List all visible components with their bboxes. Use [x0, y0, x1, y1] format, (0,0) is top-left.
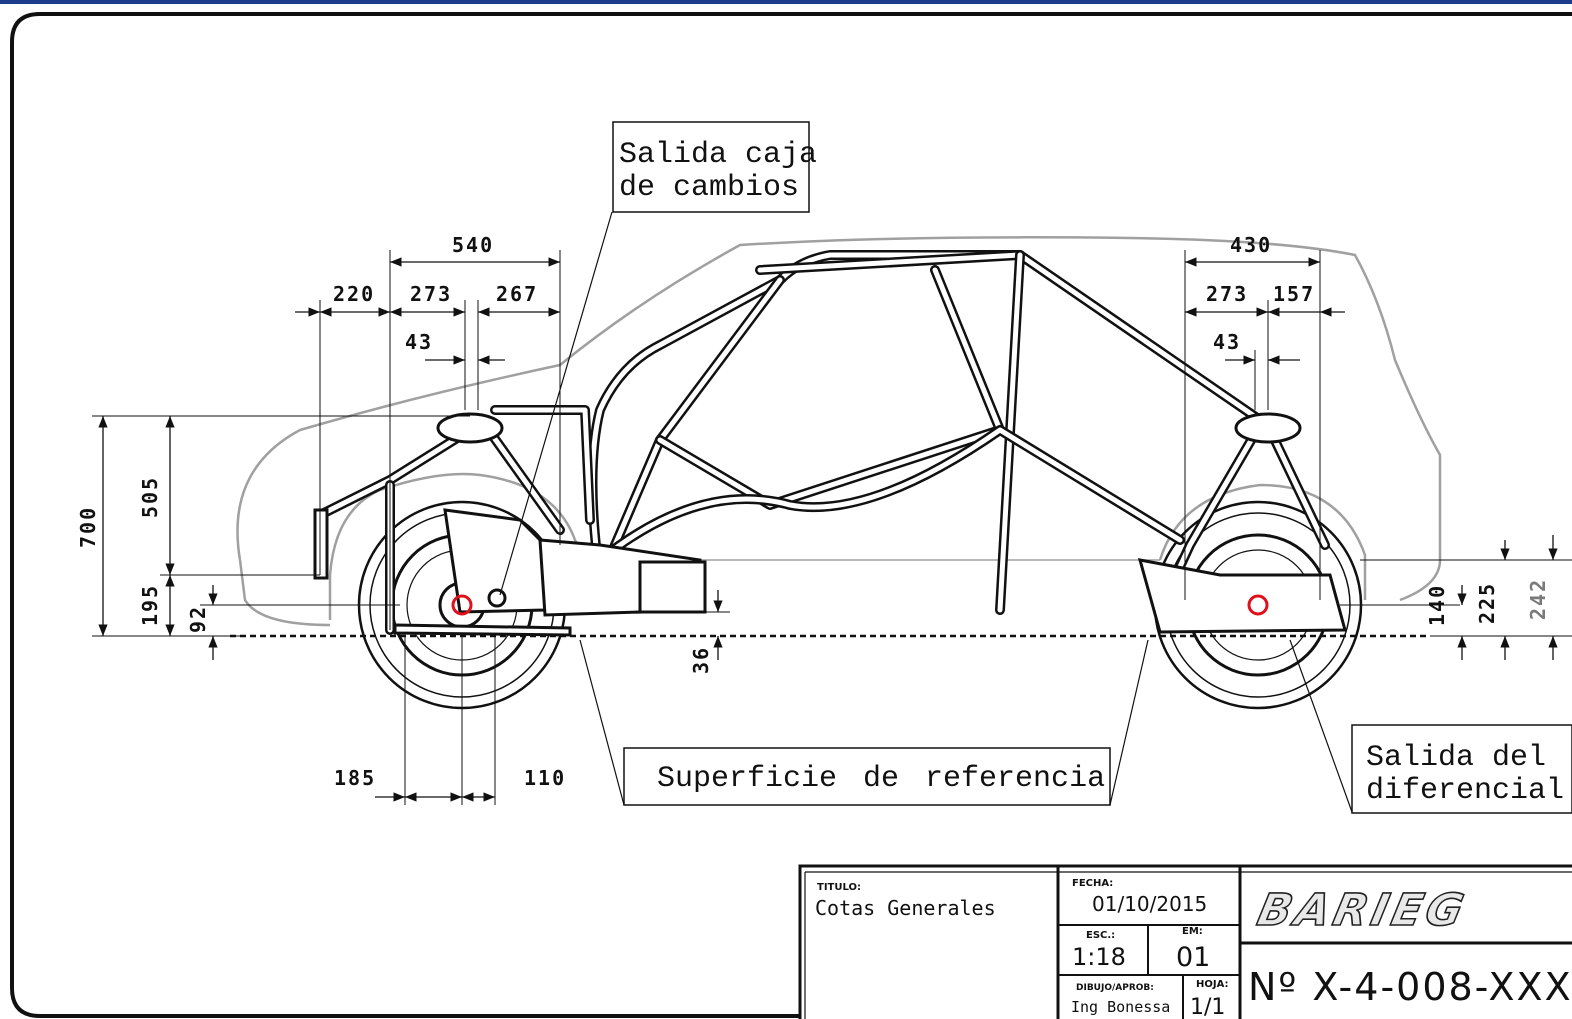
- drawing-number: Nº X-4-008-XXX: [1248, 965, 1572, 1009]
- fecha-value: 01/10/2015: [1092, 892, 1207, 916]
- dim-242: 242: [1526, 578, 1550, 620]
- em-value: 01: [1176, 942, 1210, 973]
- front-strut-top: [436, 412, 504, 444]
- hoja-label: HOJA:: [1196, 979, 1229, 990]
- dibujo-label: DIBUJO/APROB:: [1076, 983, 1154, 993]
- titulo-label: TITULO:: [817, 882, 861, 893]
- callout-diff-box: [1351, 724, 1572, 814]
- callout-leaders: [499, 211, 1353, 813]
- callout-gearbox-box: [612, 121, 810, 213]
- callout-gearbox-line1: Salida caja: [619, 138, 817, 172]
- dim-273-front: 273: [410, 282, 452, 306]
- window-top-edge: [0, 0, 1572, 4]
- dim-195: 195: [138, 584, 162, 626]
- dim-43-front: 43: [405, 330, 433, 354]
- em-label: EM:: [1182, 926, 1203, 937]
- front-bumper-post: [313, 508, 329, 580]
- rear-strut-top: [1234, 412, 1302, 444]
- title-block: [798, 864, 1572, 1019]
- dim-700: 700: [76, 506, 100, 548]
- dim-140: 140: [1425, 584, 1449, 626]
- esc-value: 1:18: [1072, 943, 1126, 971]
- dim-36: 36: [689, 646, 713, 674]
- dim-157: 157: [1273, 282, 1315, 306]
- callout-diff-line1: Salida del: [1366, 741, 1546, 775]
- dim-430: 430: [1230, 233, 1272, 257]
- titulo-value: Cotas Generales: [815, 896, 996, 920]
- callout-gearbox-line2: de cambios: [619, 171, 799, 205]
- callout-reference-text: Superficie de referencia: [657, 762, 1105, 796]
- front-axle-marker: [451, 594, 473, 616]
- callout-diff-line2: diferencial: [1366, 774, 1564, 808]
- dim-540: 540: [452, 233, 494, 257]
- dim-110: 110: [524, 766, 566, 790]
- dim-92: 92: [186, 605, 210, 633]
- dimension-lines: [98, 257, 1558, 802]
- dim-220: 220: [333, 282, 375, 306]
- rear-axle-marker: [1247, 594, 1269, 616]
- dim-505: 505: [138, 476, 162, 518]
- dim-225: 225: [1475, 582, 1499, 624]
- dim-267: 267: [496, 282, 538, 306]
- callout-reference-box: [623, 747, 1111, 806]
- dim-185: 185: [334, 766, 376, 790]
- fecha-label: FECHA:: [1072, 878, 1113, 889]
- drawing-frame: [10, 12, 1572, 1018]
- svg-text:BARIEG: BARIEG: [1253, 885, 1472, 935]
- dim-43-rear: 43: [1213, 330, 1241, 354]
- dibujo-value: Ing Bonessa: [1071, 998, 1170, 1016]
- esc-label: ESC.:: [1086, 930, 1115, 941]
- hoja-value: 1/1: [1190, 995, 1225, 1019]
- gearbox-assembly: [393, 508, 1347, 637]
- company-logo: BARIEG: [1252, 885, 1472, 937]
- dim-273-rear: 273: [1206, 282, 1248, 306]
